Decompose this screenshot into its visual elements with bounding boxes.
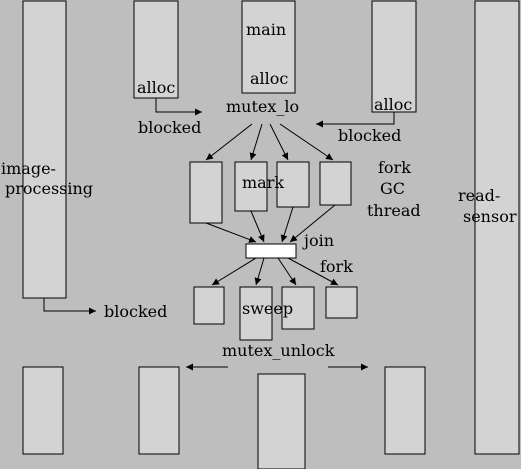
gc-mark-thread-box-4 [319, 161, 352, 206]
gc-mark-thread-box-2 [234, 161, 268, 212]
blocked-left-label: blocked [138, 118, 201, 137]
gc-mark-thread-box-1 [189, 161, 223, 224]
read-sensor-thread-box [474, 0, 520, 455]
mark-4-to-join-arrow [289, 204, 336, 243]
blocked-bottom-label: blocked [104, 302, 167, 321]
fork-gc-label-line3: thread [367, 201, 421, 220]
mutex-to-mark-4-arrow [279, 123, 334, 161]
join-label: join [302, 231, 334, 250]
bottom-thread-box-3 [257, 373, 306, 469]
alloc-right-label: alloc [374, 95, 412, 114]
bottom-thread-box-2 [138, 366, 180, 455]
fork-gc-label-line2: GC [380, 179, 405, 198]
image-processing-label-line1: image- [1, 159, 56, 178]
right-alloc-to-mutex-arrow [316, 112, 395, 128]
join-to-sweep-3-arrow [277, 257, 297, 286]
mutex-to-mark-3-arrow [269, 123, 289, 161]
join-bar [245, 243, 297, 259]
mutex-lock-label: mutex_lo [226, 97, 299, 116]
main-label: main [246, 20, 286, 39]
mark-1-to-join-arrow [205, 222, 257, 243]
read-sensor-label-line2: sensor [463, 207, 517, 226]
main-thread-box [241, 0, 296, 94]
fork-label: fork [320, 257, 353, 276]
blocked-right-label: blocked [338, 126, 401, 145]
image-processing-blocked-arrow [43, 298, 96, 315]
image-processing-thread-box [22, 0, 67, 299]
fork-gc-label-line1: fork [378, 158, 411, 177]
mutex-to-mark-1-arrow [205, 123, 253, 161]
read-sensor-label-line1: read- [458, 186, 500, 205]
image-processing-label-line2: processing [5, 179, 93, 198]
alloc-main-label: alloc [250, 69, 288, 88]
join-to-sweep-1-arrow [211, 257, 257, 286]
bottom-thread-box-4 [384, 366, 426, 455]
mark-3-to-join-arrow [280, 206, 294, 243]
gc-sweep-thread-box-1 [193, 286, 225, 325]
left-alloc-to-mutex-arrow [155, 98, 202, 116]
mutex-unlock-label: mutex_unlock [222, 341, 335, 360]
mutex-to-mark-2-arrow [249, 123, 263, 161]
sweep-label: sweep [242, 299, 293, 318]
join-to-sweep-2-arrow [254, 257, 265, 286]
gc-sweep-thread-box-2 [239, 286, 273, 341]
alloc-left-label: alloc [137, 78, 175, 97]
bottom-thread-box-1 [22, 366, 64, 455]
right-alloc-thread-box [371, 0, 417, 113]
gc-sweep-thread-box-3 [281, 286, 315, 330]
left-alloc-thread-box [133, 0, 179, 99]
mark-label: mark [242, 173, 284, 192]
gc-sweep-thread-box-4 [325, 286, 358, 319]
mark-2-to-join-arrow [250, 210, 265, 243]
join-to-sweep-4-arrow [287, 257, 339, 286]
